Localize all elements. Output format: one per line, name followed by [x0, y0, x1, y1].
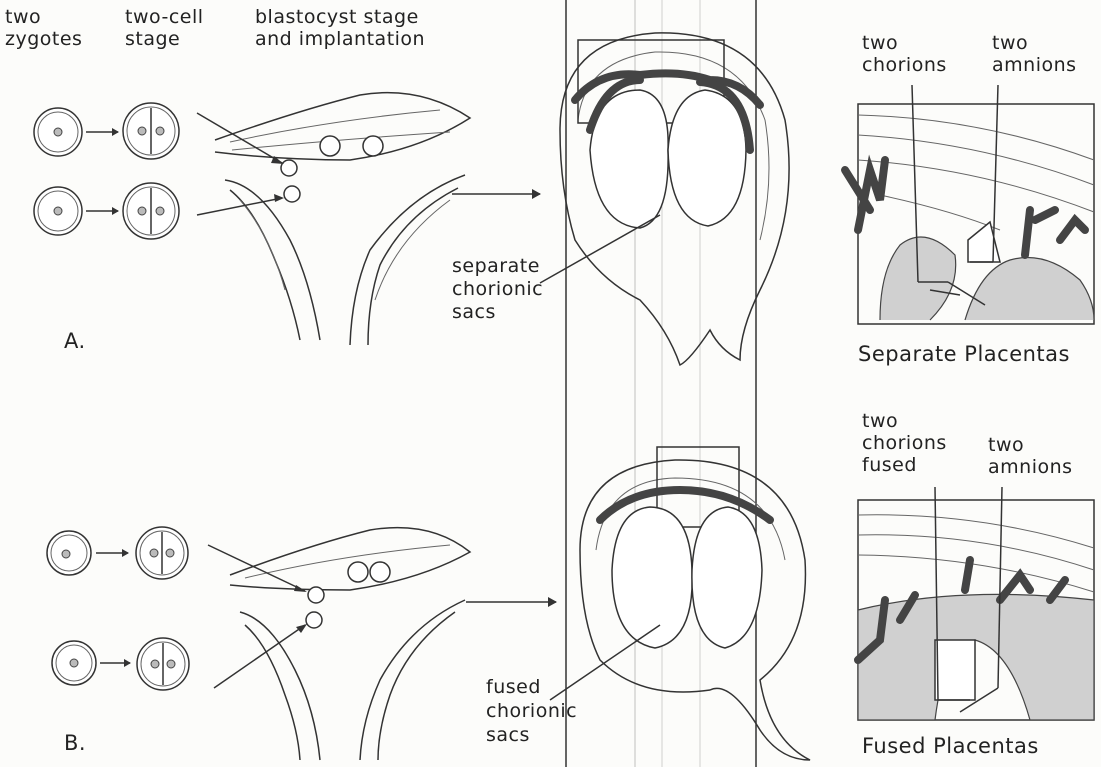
leader-separate-sacs: [540, 215, 660, 283]
label-blastocyst-stage: blastocyst stage and implantation: [255, 6, 425, 50]
arrows-zygote-to-two-cell-a: [86, 128, 119, 215]
uterus-b: [230, 528, 470, 760]
label-fused-chorionic-sacs: fused chorionic sacs: [486, 675, 577, 747]
arrow-to-pregnancy-a: [452, 189, 541, 199]
zygote-a2: [34, 187, 82, 235]
pregnancy-section-a: [560, 33, 789, 365]
arrows-to-uterus-b: [208, 545, 307, 688]
zygote-b1: [47, 531, 91, 575]
zygote-a1: [34, 108, 82, 156]
label-two-zygotes: two zygotes: [5, 6, 82, 50]
label-two-chorions-fused: two chorions fused: [862, 410, 947, 476]
label-fused-placentas: Fused Placentas: [862, 735, 1039, 757]
label-panel-b: B.: [64, 732, 86, 754]
label-two-chorions-a: two chorions: [862, 32, 947, 76]
label-two-cell-stage: two-cell stage: [125, 6, 204, 50]
two-cell-a1: [123, 103, 179, 159]
label-two-amnions-b: two amnions: [988, 434, 1073, 478]
label-panel-a: A.: [64, 330, 86, 352]
label-separate-chorionic-sacs: separate chorionic sacs: [452, 255, 543, 324]
pregnancy-section-b: [580, 447, 810, 760]
label-two-amnions-a: two amnions: [992, 32, 1077, 76]
arrows-zygote-to-two-cell-b: [96, 549, 131, 667]
zoom-fused-placentas: [858, 500, 1094, 720]
zygote-b2: [52, 641, 96, 685]
two-cell-b2: [137, 638, 189, 690]
uterus-a: [215, 93, 470, 345]
arrow-to-pregnancy-b: [466, 597, 557, 607]
two-cell-a2: [123, 183, 179, 239]
zoom-separate-placentas: [845, 104, 1094, 324]
two-cell-b1: [136, 527, 188, 579]
label-separate-placentas: Separate Placentas: [858, 343, 1070, 365]
